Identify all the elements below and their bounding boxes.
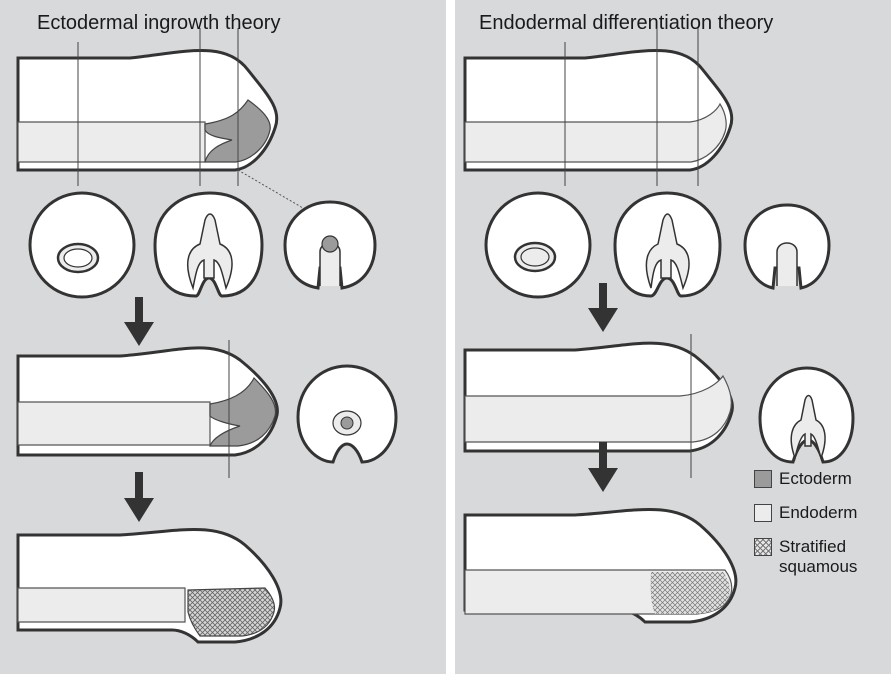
ectodermal-ingrowth-figure bbox=[0, 0, 446, 674]
stratified-squamous-region-right bbox=[651, 572, 730, 614]
panel-endodermal-differentiation: Endodermal differentiation theory bbox=[455, 0, 891, 674]
cross-section-distal-right bbox=[745, 205, 829, 288]
arrow-down-1-right bbox=[588, 283, 618, 332]
cross-section-proximal bbox=[30, 193, 134, 297]
legend-label-stratified-squamous: Stratified squamous bbox=[779, 537, 891, 577]
shaft-stage-3-right bbox=[465, 509, 736, 622]
shaft-stage-2-right bbox=[465, 334, 732, 478]
arrow-down-1 bbox=[124, 297, 154, 346]
endoderm-swatch bbox=[754, 504, 772, 522]
stratified-squamous-swatch bbox=[754, 538, 772, 556]
cross-section-middle bbox=[155, 193, 262, 296]
shaft-stage-1-right bbox=[465, 28, 732, 186]
legend-label-endoderm: Endoderm bbox=[779, 503, 857, 523]
panel-ectodermal-ingrowth: Ectodermal ingrowth theory bbox=[0, 0, 446, 674]
shaft-stage-3 bbox=[18, 529, 281, 642]
endoderm-urethral-plate bbox=[18, 122, 205, 162]
ectoderm-swatch bbox=[754, 470, 772, 488]
stratified-squamous-region bbox=[188, 588, 275, 636]
shaft-stage-1 bbox=[18, 28, 320, 218]
cross-section-stage-2 bbox=[298, 366, 396, 462]
shaft-stage-2 bbox=[18, 340, 277, 478]
cross-section-stage-2-right bbox=[760, 368, 853, 462]
cross-section-proximal-right bbox=[486, 193, 590, 297]
cross-section-distal bbox=[285, 202, 375, 288]
legend-label-ectoderm: Ectoderm bbox=[779, 469, 852, 489]
cross-section-middle-right bbox=[615, 193, 720, 296]
arrow-down-2 bbox=[124, 472, 154, 522]
